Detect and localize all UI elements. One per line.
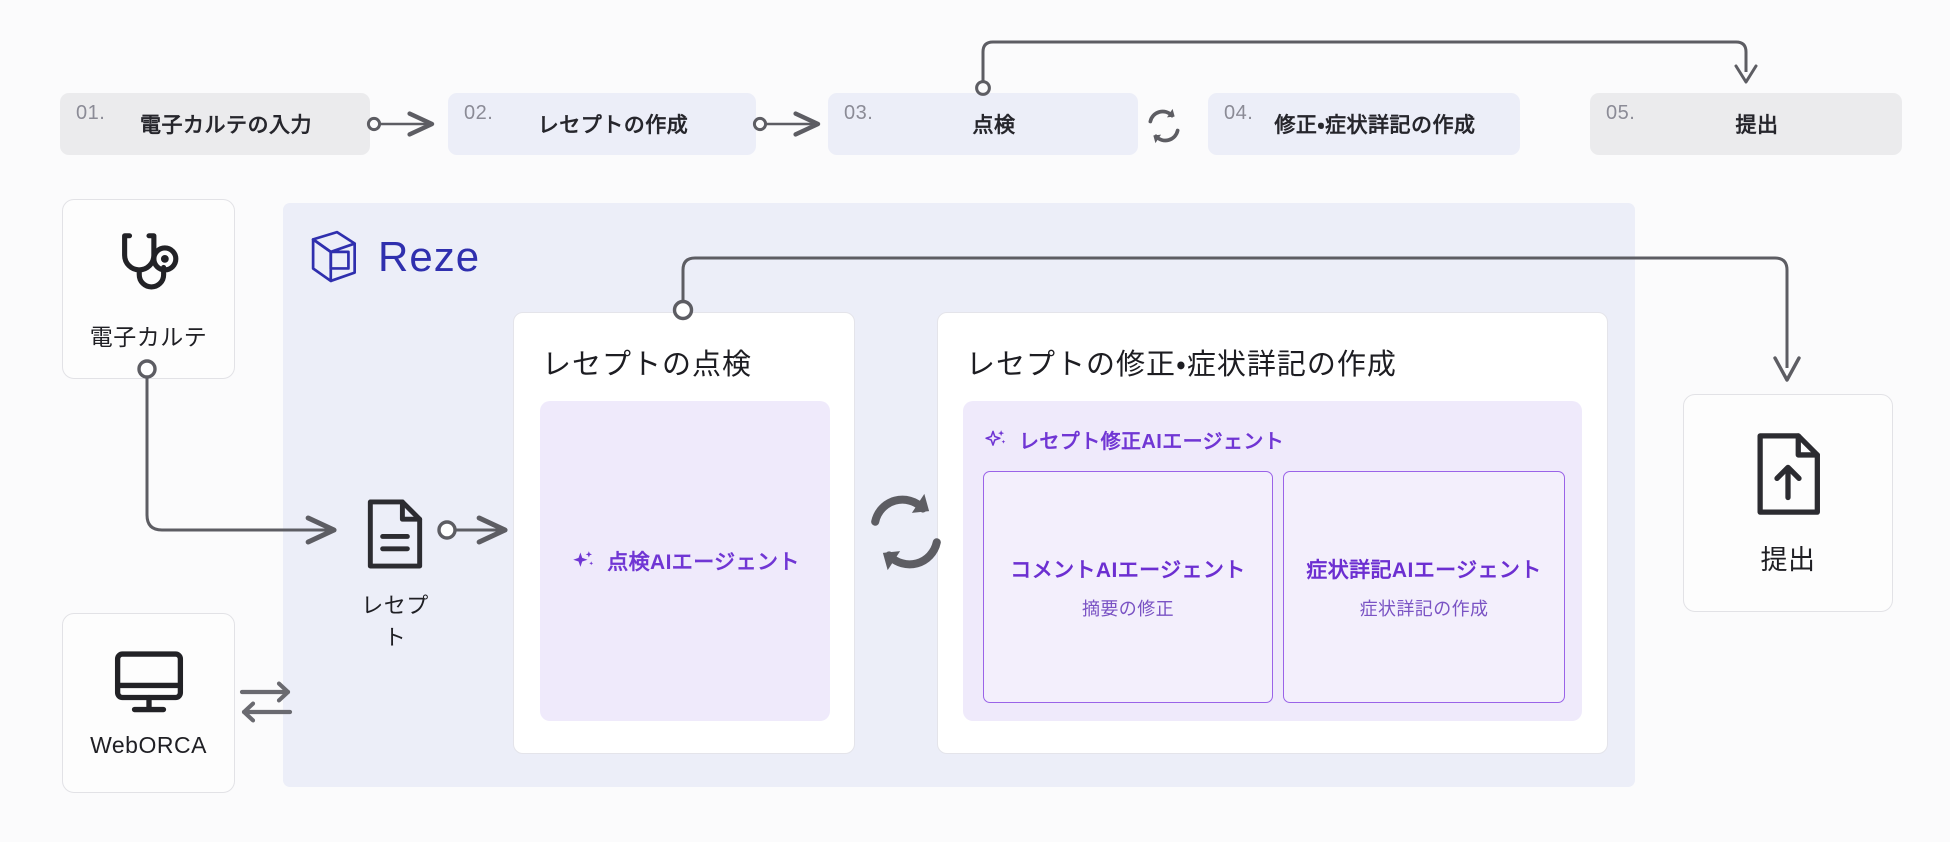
- agent-check[interactable]: 点検AIエージェント: [570, 546, 800, 576]
- step-number: 02.: [464, 102, 494, 124]
- receipt-node[interactable]: レセプト: [360, 497, 430, 652]
- step-item-01[interactable]: 01. 電子カルテの入力: [60, 93, 370, 155]
- document-lines-icon: [367, 499, 423, 569]
- step-item-05[interactable]: 05. 提出: [1590, 93, 1902, 155]
- reze-cube-logo-icon: [311, 230, 357, 283]
- card-title: レセプトの修正・症状詳記の作成: [966, 349, 1397, 381]
- brand-name: Reze: [378, 233, 481, 280]
- card-check: レセプトの点検 点検AIエージェント: [513, 312, 855, 754]
- step-label: レセプトの作成: [537, 114, 689, 137]
- agent-label: レセプト修正AIエージェント: [1019, 431, 1285, 453]
- submit-tile[interactable]: 提出: [1683, 394, 1893, 612]
- sync-icon: [1148, 108, 1180, 144]
- step-label: 修正・症状詳記の作成: [1274, 114, 1476, 137]
- subagent-title: 症状詳記AIエージェント: [1306, 558, 1542, 582]
- step-item-02[interactable]: 02. レセプトの作成: [448, 93, 756, 155]
- sync-icon: [871, 493, 941, 571]
- subagent-subtitle: 摘要の修正: [1082, 598, 1174, 619]
- sparkle-icon: [573, 551, 594, 567]
- source-tile-karte[interactable]: 電子カルテ: [62, 199, 235, 379]
- submit-tile-label: 提出: [1760, 544, 1816, 575]
- step-number: 03.: [844, 102, 874, 124]
- step-label: 電子カルテの入力: [140, 114, 312, 137]
- step-label: 点検: [972, 114, 1016, 137]
- step-number: 04.: [1224, 102, 1254, 124]
- step-label: 提出: [1735, 114, 1779, 137]
- card-fix: レセプトの修正・症状詳記の作成 レセプト修正AIエージェント コメントAIエージ…: [937, 312, 1608, 754]
- subagent-card-comment[interactable]: コメントAIエージェント 摘要の修正: [983, 471, 1273, 703]
- receipt-node-label: レセプト: [361, 593, 429, 650]
- document-upload-icon: [1757, 432, 1820, 515]
- step-number: 01.: [76, 102, 106, 124]
- monitor-icon: [114, 650, 183, 712]
- subagent-card-symptom[interactable]: 症状詳記AIエージェント 症状詳記の作成: [1283, 471, 1565, 703]
- agent-label: 点検AIエージェント: [607, 551, 800, 574]
- source-tile-orca[interactable]: WebORCA: [62, 613, 235, 793]
- step-item-03[interactable]: 03. 点検: [828, 93, 1138, 155]
- bidirectional-arrows-icon: [239, 681, 293, 723]
- subagent-title: コメントAIエージェント: [1010, 558, 1246, 582]
- source-tile-label: 電子カルテ: [89, 324, 208, 350]
- agent-fix[interactable]: レセプト修正AIエージェント: [983, 425, 1284, 454]
- stethoscope-icon: [121, 233, 178, 290]
- agent-zone-check: 点検AIエージェント: [540, 401, 830, 721]
- agent-zone-fix: レセプト修正AIエージェント コメントAIエージェント 摘要の修正 症状詳記AI…: [963, 401, 1582, 721]
- step-number: 05.: [1606, 102, 1636, 124]
- subagent-subtitle: 症状詳記の作成: [1359, 598, 1489, 619]
- sparkle-icon: [985, 430, 1006, 446]
- source-tile-label: WebORCA: [90, 731, 207, 758]
- card-title: レセプトの点検: [542, 349, 753, 381]
- step-item-04[interactable]: 04. 修正・症状詳記の作成: [1208, 93, 1520, 155]
- step-strip: 01. 電子カルテの入力 02. レセプトの作成 03. 点検 04. 修正・症…: [0, 0, 1950, 160]
